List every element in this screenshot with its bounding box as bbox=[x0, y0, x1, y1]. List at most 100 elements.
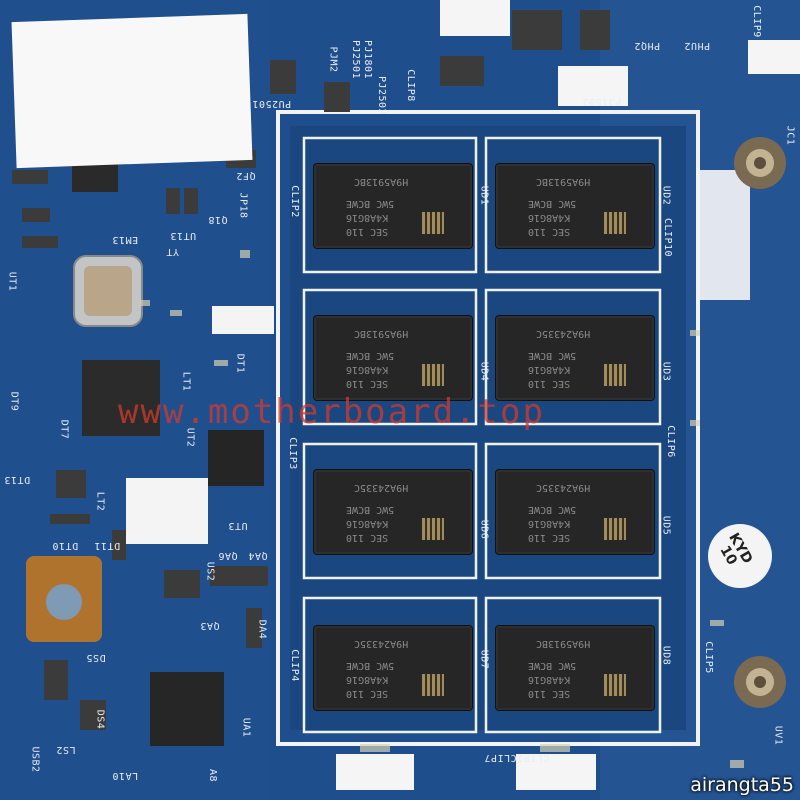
silk-phu2: PHU2 bbox=[684, 40, 711, 51]
chip-line3: 5WC BCWE bbox=[528, 350, 577, 361]
chip-2d-code bbox=[422, 674, 444, 696]
chip-line2: K4A8G16 bbox=[528, 212, 571, 223]
chip-2d-code bbox=[604, 212, 626, 234]
chip-line3: 5WC BCWE bbox=[528, 504, 577, 515]
silk-dt7: DT7 bbox=[58, 419, 70, 440]
white-label-top bbox=[558, 66, 628, 106]
chip-line1: SEC 110 bbox=[528, 532, 571, 543]
white-label-bottom bbox=[336, 754, 414, 790]
chip-line2: K4A8G16 bbox=[346, 518, 389, 529]
silk-dt13: DT13 bbox=[4, 474, 31, 485]
ref-ud4: UD4 bbox=[478, 361, 490, 382]
silk-pj2502: PJ2502 bbox=[376, 75, 388, 116]
ref-ud7: UD7 bbox=[478, 649, 490, 670]
silk-clip2: CLIP2 bbox=[288, 185, 300, 218]
chip-top-code: H9A5913BC bbox=[354, 328, 409, 339]
silk-ds4: DS4 bbox=[94, 709, 106, 730]
silk-ls2: LS2 bbox=[56, 744, 76, 755]
silk-phq2: PHQ2 bbox=[634, 40, 661, 51]
chip-line3: 5WC BCWE bbox=[346, 350, 395, 361]
silk-ua1: UA1 bbox=[240, 717, 252, 738]
silk-uv1: UV1 bbox=[772, 725, 784, 746]
silk-clip6: CLIP6 bbox=[664, 425, 676, 458]
ref-ud6: UD6 bbox=[478, 519, 490, 540]
chip-line2: K4A8G16 bbox=[528, 518, 571, 529]
silk-qa3: QA3 bbox=[200, 620, 220, 631]
chip-top-code: H9A24335C bbox=[536, 482, 591, 493]
copper-pad-hole bbox=[46, 584, 82, 620]
metal-can-top bbox=[84, 266, 132, 316]
chip-line3: 5WC BCWE bbox=[346, 504, 395, 515]
silk-da4: DA4 bbox=[256, 619, 268, 640]
white-label-small bbox=[212, 306, 274, 334]
memory-chip-ud8: H9A5913BC 5WC BCWE K4A8G16 SEC 110 bbox=[496, 626, 654, 710]
silk-jp18: JP18 bbox=[237, 192, 249, 219]
chip-line1: SEC 110 bbox=[528, 226, 571, 237]
silk-lt1: LT1 bbox=[180, 371, 192, 392]
silk-dt10: DT10 bbox=[52, 540, 79, 551]
silk-em13: EM13 bbox=[112, 234, 139, 245]
right-white-panel bbox=[698, 170, 750, 300]
chip-line3: 5WC BCWE bbox=[346, 660, 395, 671]
chip-2d-code bbox=[604, 364, 626, 386]
ref-ud1: UD1 bbox=[478, 185, 490, 206]
silk-clip10: CLIP10 bbox=[662, 217, 674, 258]
silk-ut3: UT3 bbox=[228, 520, 248, 531]
ref-ud3: UD3 bbox=[660, 361, 672, 382]
silk-clip3: CLIP3 bbox=[286, 437, 298, 470]
silk-pj1802: PJ1802 bbox=[582, 96, 622, 107]
chip-top-code: H9A5913BC bbox=[536, 176, 591, 187]
silk-q18: Q18 bbox=[208, 214, 228, 225]
ic-ua1 bbox=[150, 672, 224, 746]
chip-top-code: H9A24335C bbox=[354, 638, 409, 649]
white-label-left bbox=[126, 478, 208, 544]
silk-qa4: QA4 bbox=[248, 550, 268, 561]
memory-chip-ud1: H9A5913BC 5WC BCWE K4A8G16 SEC 110 bbox=[314, 164, 472, 248]
white-label-top2 bbox=[440, 0, 510, 36]
silk-ds5: DS5 bbox=[86, 652, 106, 663]
silk-clip4: CLIP4 bbox=[288, 649, 300, 682]
chip-2d-code bbox=[422, 518, 444, 540]
silk-ut1: UT1 bbox=[6, 271, 18, 292]
photo-credit: airangta55 bbox=[690, 774, 794, 796]
silk-pj1801: PJ1801 bbox=[362, 39, 374, 80]
white-label-bottom2 bbox=[516, 754, 596, 790]
silk-yt: YT bbox=[166, 246, 180, 257]
chip-line3: 5WC BCWE bbox=[528, 660, 577, 671]
chip-top-code: H9A24335C bbox=[354, 482, 409, 493]
ref-ud2: UD2 bbox=[660, 185, 672, 206]
chip-top-code: H9A5913BC bbox=[536, 638, 591, 649]
chip-line2: K4A8G16 bbox=[346, 212, 389, 223]
silk-pj2501: PJ2501 bbox=[350, 39, 362, 80]
silk-dt1: DT1 bbox=[234, 353, 246, 374]
watermark-text: www.motherboard.top bbox=[118, 392, 545, 432]
ic-left-middle bbox=[82, 360, 160, 436]
silk-dt11: DT11 bbox=[94, 540, 121, 551]
chip-frames bbox=[302, 136, 662, 734]
silk-clip9: CLIP9 bbox=[750, 5, 762, 38]
memory-chip-ud3: H9A24335C 5WC BCWE K4A8G16 SEC 110 bbox=[496, 316, 654, 400]
silk-ut13: UT13 bbox=[170, 230, 197, 241]
ram-area-frame bbox=[276, 110, 700, 746]
chip-2d-code bbox=[604, 674, 626, 696]
small-components bbox=[12, 10, 610, 730]
memory-chip-ud7: H9A24335C 5WC BCWE K4A8G16 SEC 110 bbox=[314, 626, 472, 710]
silk-la10: LA10 bbox=[112, 770, 139, 781]
white-label-right bbox=[748, 40, 800, 74]
silk-clip8: CLIP8 bbox=[404, 69, 416, 102]
screw-top-center bbox=[754, 157, 766, 169]
silk-pu2501: PU2501 bbox=[252, 98, 292, 109]
chip-line3: 5WC BCWE bbox=[346, 198, 395, 209]
ref-ud5: UD5 bbox=[660, 515, 672, 536]
silk-qf2: QF2 bbox=[236, 170, 256, 181]
silk-us2: US2 bbox=[204, 561, 216, 582]
chip-line2: K4A8G16 bbox=[346, 364, 389, 375]
silk-dt9: DT9 bbox=[8, 391, 20, 412]
chip-2d-code bbox=[422, 212, 444, 234]
chip-2d-code bbox=[604, 518, 626, 540]
chip-line1: SEC 110 bbox=[346, 226, 389, 237]
chip-line1: SEC 110 bbox=[346, 532, 389, 543]
